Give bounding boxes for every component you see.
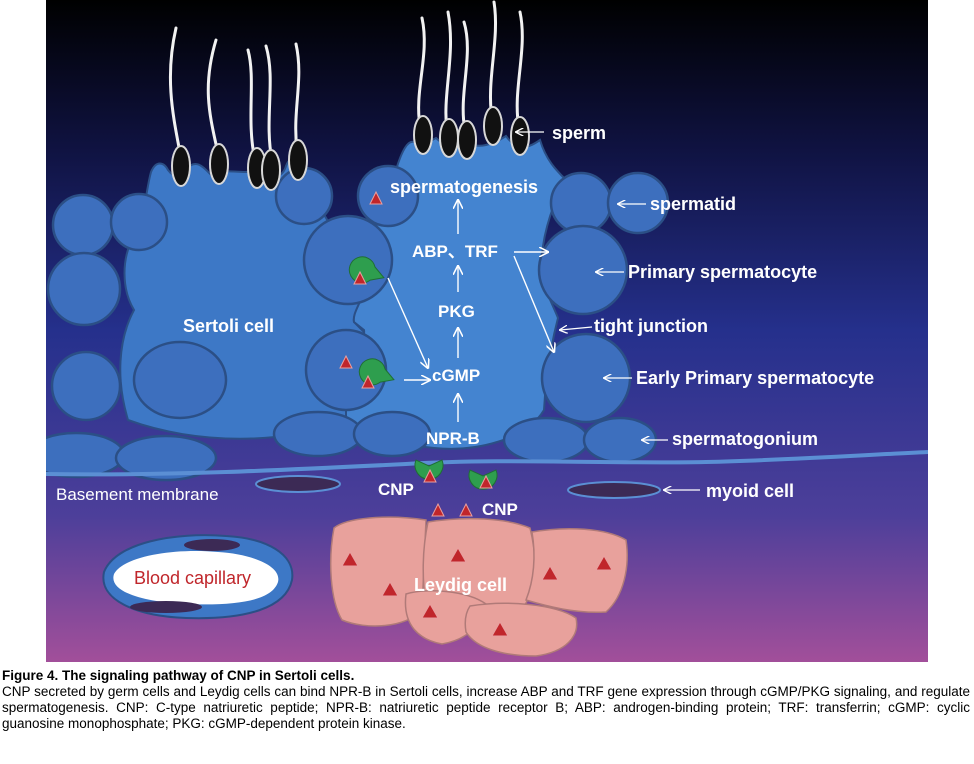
label-sperm: sperm (552, 123, 606, 143)
label-spermatogenesis: spermatogenesis (390, 177, 538, 197)
cnp-tri-2 (353, 270, 367, 285)
cnp-tri-15 (491, 620, 509, 637)
pathway-arrows (387, 200, 554, 422)
cnp-tri-8 (459, 502, 473, 517)
caption-title: Figure 4. The signaling pathway of CNP i… (2, 668, 355, 683)
label-npr-b: NPR-B (426, 429, 480, 448)
signaling-diagram: sperm spermatogenesis spermatid ABP、TRF … (46, 0, 928, 662)
germ-cells (46, 164, 670, 482)
label-cnp-left: CNP (378, 480, 414, 499)
blood-capillary (102, 534, 294, 620)
cnp-tri-7 (431, 502, 445, 517)
cnp-triangles (339, 190, 613, 637)
figure-caption: Figure 4. The signaling pathway of CNP i… (2, 667, 970, 732)
label-primary-spermatocyte: Primary spermatocyte (628, 262, 817, 282)
label-spermatogonium: spermatogonium (672, 429, 818, 449)
label-cgmp: cGMP (432, 366, 480, 385)
cnp-tri-5 (423, 468, 437, 483)
label-spermatid: spermatid (650, 194, 736, 214)
leydig-cells (330, 516, 628, 657)
cnp-tri-6 (479, 474, 493, 489)
caption-body: CNP secreted by germ cells and Leydig ce… (2, 684, 970, 731)
cnp-tri-12 (595, 554, 613, 571)
cnp-tri-1 (369, 190, 383, 205)
label-pkg: PKG (438, 302, 475, 321)
cnp-tri-13 (381, 580, 399, 597)
sperm-tails (168, 0, 524, 162)
label-leydig-cell: Leydig cell (414, 575, 507, 595)
label-myoid-cell: myoid cell (706, 481, 794, 501)
sperm-heads (171, 106, 530, 191)
cnp-tri-9 (341, 550, 359, 567)
label-cnp-right: CNP (482, 500, 518, 519)
myoid-cells (255, 475, 661, 499)
cnp-tri-11 (541, 564, 559, 581)
cnp-tri-14 (421, 602, 439, 619)
cnp-tri-3 (339, 354, 353, 369)
label-sertoli-cell: Sertoli cell (183, 316, 274, 336)
label-basement-membrane: Basement membrane (56, 485, 219, 504)
cnp-tri-10 (449, 546, 467, 563)
label-abp-trf: ABP、TRF (412, 242, 498, 261)
basement-membrane (46, 450, 928, 477)
callout-arrows (516, 132, 700, 490)
label-tight-junction: tight junction (594, 316, 708, 336)
label-blood-capillary: Blood capillary (134, 568, 251, 588)
cnp-tri-4 (361, 374, 375, 389)
label-early-primary-spermatocyte: Early Primary spermatocyte (636, 368, 874, 388)
